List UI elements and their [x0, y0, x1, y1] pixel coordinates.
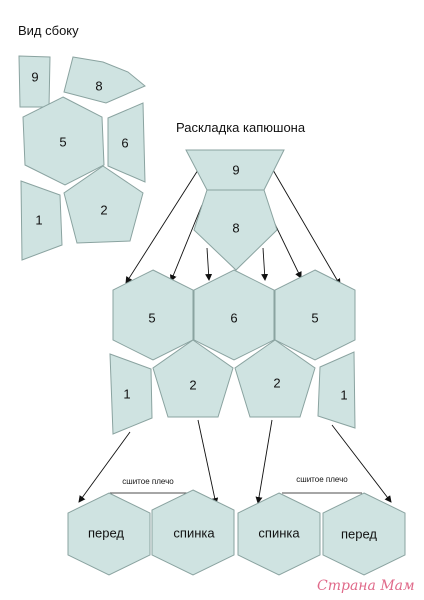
side-view-piece-5: 5 [22, 96, 105, 186]
front-right-piece: перед [322, 492, 406, 576]
svg-text:2: 2 [189, 378, 196, 393]
watermark: Страна Мам [317, 578, 415, 594]
layout-title: Раскладка капюшона [176, 120, 306, 135]
svg-text:спинка: спинка [258, 526, 300, 541]
layout-piece-5-left: 5 [112, 269, 194, 361]
svg-text:сшитое плечо: сшитое плечо [296, 475, 348, 484]
layout-piece-6: 6 [193, 269, 275, 361]
side-view-title: Вид сбоку [18, 23, 79, 38]
svg-text:6: 6 [230, 311, 237, 326]
svg-text:8: 8 [232, 221, 239, 236]
svg-text:6: 6 [121, 136, 128, 151]
svg-text:5: 5 [148, 311, 155, 326]
svg-text:перед: перед [341, 527, 377, 542]
back-left-piece: спинка [151, 489, 235, 576]
side-view-piece-6: 6 [107, 102, 146, 183]
svg-text:8: 8 [95, 79, 102, 94]
layout-piece-1-left: 1 [109, 353, 153, 435]
svg-text:1: 1 [340, 388, 347, 403]
svg-text:спинка: спинка [173, 526, 215, 541]
svg-text:1: 1 [123, 387, 130, 402]
svg-text:1: 1 [35, 213, 42, 228]
layout-piece-2-right: 2 [234, 339, 316, 418]
layout-piece-1-right: 1 [317, 351, 356, 429]
layout-piece-5-right: 5 [274, 269, 356, 361]
front-left-piece: перед [67, 492, 151, 576]
layout-piece-2-left: 2 [152, 339, 234, 418]
seam-note-left: сшитое плечо [110, 477, 190, 494]
side-view-piece-2: 2 [63, 165, 144, 244]
svg-text:5: 5 [311, 311, 318, 326]
svg-text:5: 5 [59, 135, 66, 150]
layout-arrows [78, 169, 392, 505]
svg-text:9: 9 [31, 70, 38, 85]
side-view-piece-8: 8 [63, 56, 146, 104]
side-view-piece-1: 1 [20, 180, 63, 261]
layout-piece-8: 8 [193, 189, 278, 271]
layout-piece-9: 9 [185, 149, 285, 191]
svg-text:сшитое плечо: сшитое плечо [122, 477, 174, 486]
svg-text:2: 2 [273, 376, 280, 391]
svg-text:перед: перед [88, 526, 124, 541]
seam-note-right: сшитое плечо [282, 475, 362, 494]
svg-text:9: 9 [232, 163, 239, 178]
svg-text:2: 2 [100, 203, 107, 218]
back-right-piece: спинка [237, 492, 321, 576]
side-view-piece-9: 9 [18, 55, 51, 108]
